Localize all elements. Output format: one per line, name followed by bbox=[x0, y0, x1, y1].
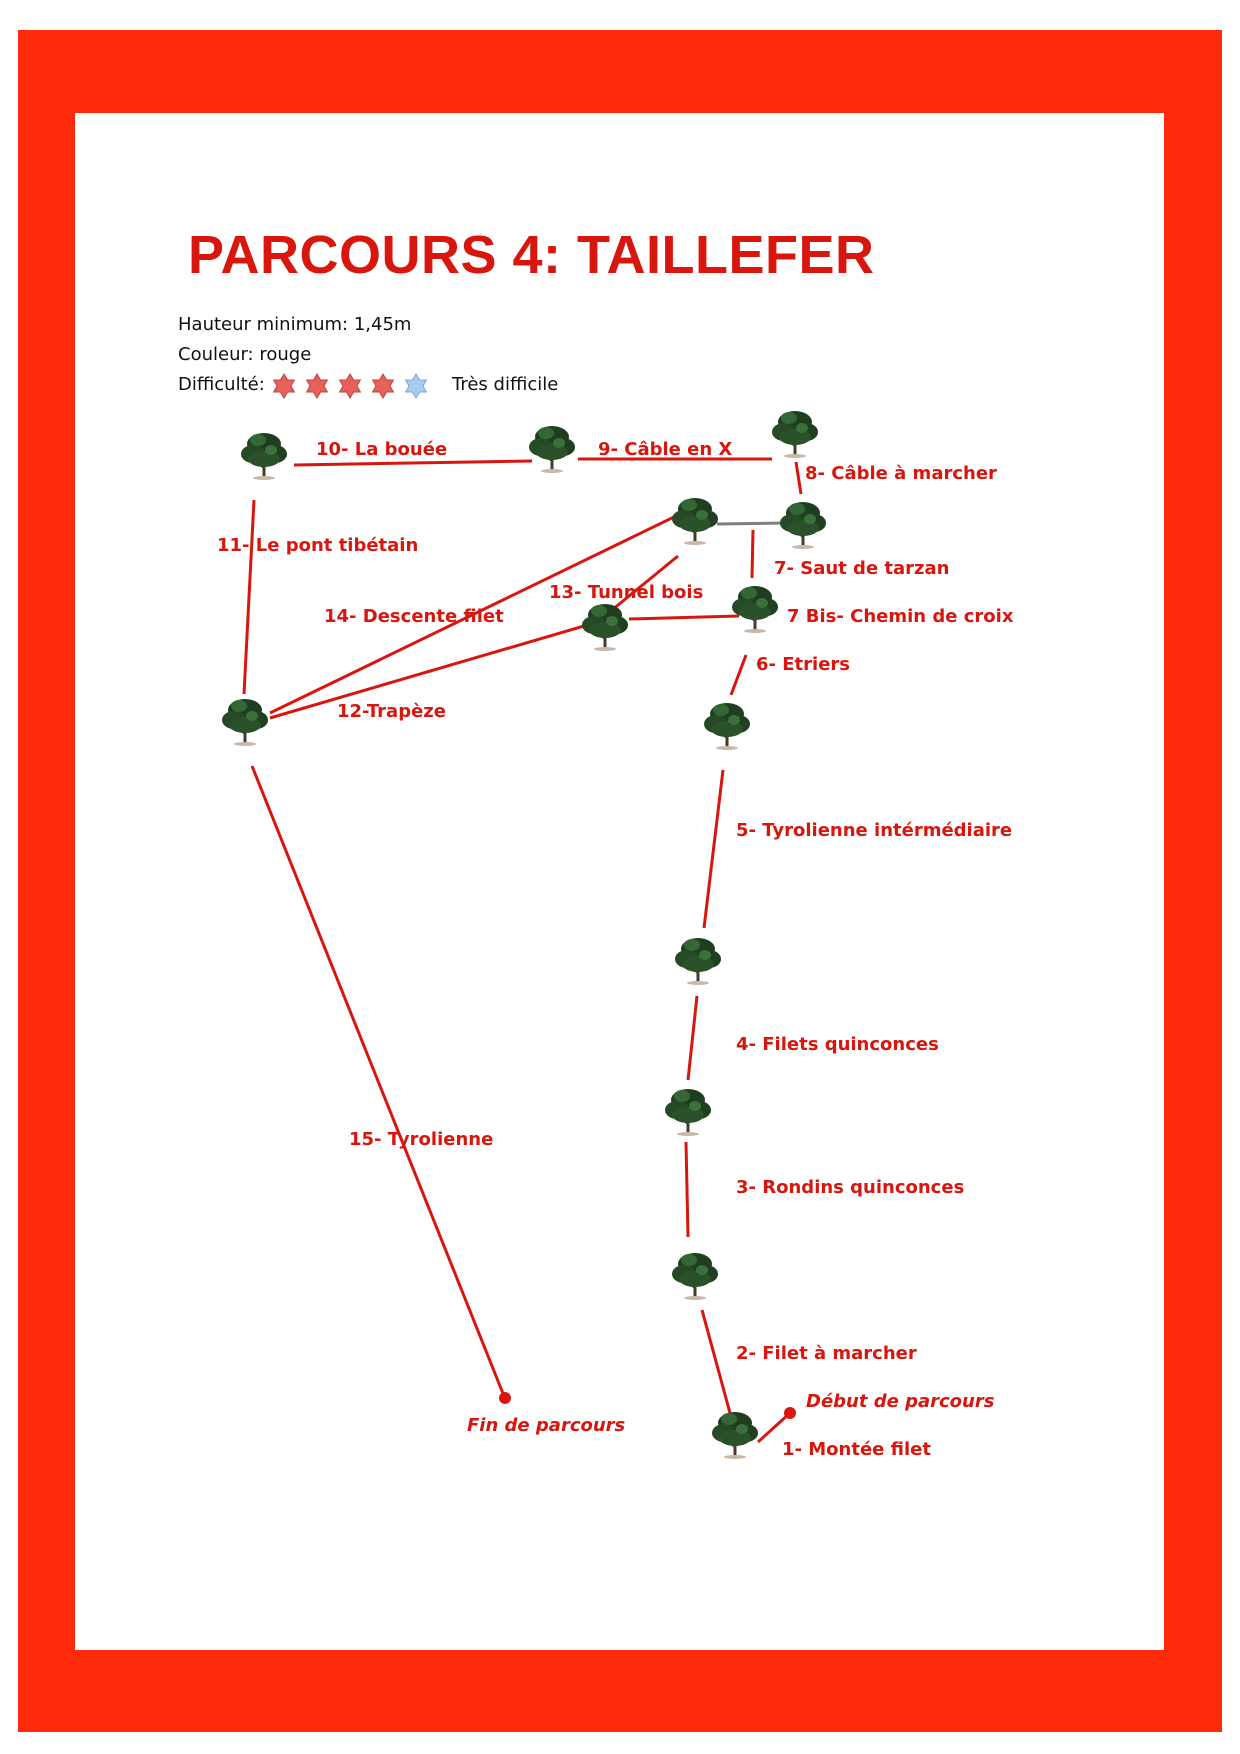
tree-icon bbox=[703, 702, 751, 751]
star-filled-icon bbox=[338, 373, 362, 399]
tree-icon bbox=[221, 698, 269, 747]
difficulty-level: Très difficile bbox=[452, 374, 559, 395]
difficulty-stars bbox=[272, 373, 428, 399]
tree-icon bbox=[240, 432, 288, 481]
star-filled-icon bbox=[371, 373, 395, 399]
trees bbox=[221, 410, 827, 1460]
workshop-label-10: 10- La bouée bbox=[316, 439, 447, 460]
color-info: Couleur: rouge bbox=[178, 344, 312, 365]
route-6 bbox=[729, 654, 748, 696]
min-height-info: Hauteur minimum: 1,45m bbox=[178, 314, 412, 335]
route-15 bbox=[250, 765, 506, 1397]
tree-icon bbox=[674, 937, 722, 986]
workshop-label-4: 4- Filets quinconces bbox=[736, 1034, 939, 1055]
tree-icon bbox=[664, 1088, 712, 1137]
workshop-label-7bis: 7 Bis- Chemin de croix bbox=[787, 606, 1014, 627]
star-filled-icon bbox=[272, 373, 296, 399]
route-7bis bbox=[628, 614, 740, 621]
workshop-label-11: 11- Le pont tibétain bbox=[217, 535, 418, 556]
star-filled-icon bbox=[305, 373, 329, 399]
tree-icon bbox=[771, 410, 819, 459]
start-label: Début de parcours bbox=[806, 1391, 995, 1412]
route-3 bbox=[684, 1141, 690, 1238]
tree-icon bbox=[711, 1411, 759, 1460]
tree-icon bbox=[581, 603, 629, 652]
route-7 bbox=[750, 529, 755, 579]
page-title: PARCOURS 4: TAILLEFER bbox=[188, 225, 875, 285]
workshop-label-13: 13- Tunnel bois bbox=[549, 582, 703, 603]
route-12 bbox=[269, 624, 585, 720]
workshop-label-6: 6- Etriers bbox=[756, 654, 850, 675]
workshop-label-5: 5- Tyrolienne intérmédiaire bbox=[736, 820, 1012, 841]
route-14 bbox=[269, 514, 677, 715]
route-8 bbox=[794, 461, 803, 495]
workshop-label-8: 8- Câble à marcher bbox=[805, 463, 997, 484]
workshop-label-12: 12-Trapèze bbox=[337, 701, 446, 722]
end-marker bbox=[499, 1392, 511, 1404]
route-11 bbox=[242, 499, 256, 695]
workshop-label-7: 7- Saut de tarzan bbox=[774, 558, 949, 579]
workshop-label-14: 14- Descente filet bbox=[324, 606, 504, 627]
workshop-label-9: 9- Câble en X bbox=[598, 439, 732, 460]
tree-icon bbox=[671, 497, 719, 546]
route-start-1 bbox=[756, 1411, 792, 1444]
difficulty-label: Difficulté: bbox=[178, 374, 265, 395]
route-lines bbox=[242, 457, 803, 1444]
workshop-label-15: 15- Tyrolienne bbox=[349, 1129, 493, 1150]
route-4 bbox=[686, 995, 699, 1081]
end-label: Fin de parcours bbox=[467, 1415, 626, 1436]
workshop-label-2: 2- Filet à marcher bbox=[736, 1343, 917, 1364]
route-connector bbox=[716, 521, 785, 526]
tree-icon bbox=[779, 501, 827, 550]
workshop-label-3: 3- Rondins quinconces bbox=[736, 1177, 964, 1198]
star-empty-icon bbox=[404, 373, 428, 399]
route-10 bbox=[293, 459, 533, 467]
route-13 bbox=[611, 554, 679, 612]
page-sheet bbox=[75, 113, 1164, 1650]
tree-icon bbox=[731, 585, 779, 634]
workshop-labels: 10- La bouée 9- Câble en X 8- Câble à ma… bbox=[217, 439, 1014, 1460]
route-2 bbox=[700, 1309, 732, 1414]
tree-icon bbox=[671, 1252, 719, 1301]
route-5 bbox=[702, 769, 725, 929]
tree-icon bbox=[528, 425, 576, 474]
workshop-label-1: 1- Montée filet bbox=[782, 1439, 931, 1460]
start-marker bbox=[784, 1407, 796, 1419]
